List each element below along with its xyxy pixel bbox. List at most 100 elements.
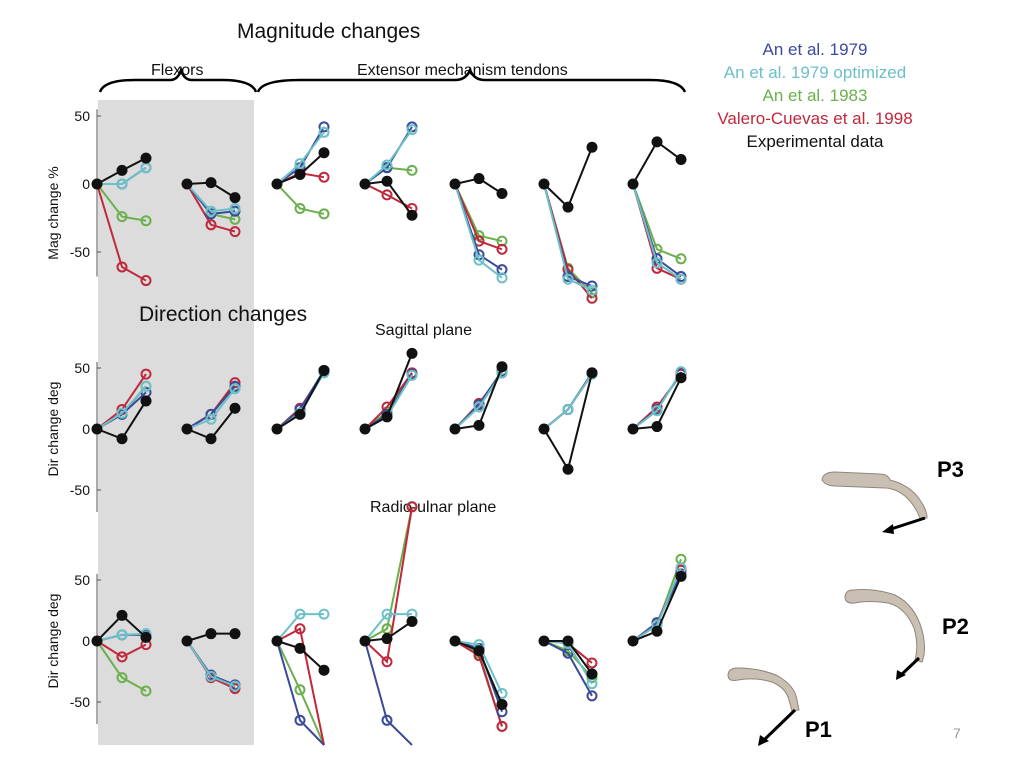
data-point-experimental: [271, 635, 283, 647]
data-point-an1983: [675, 253, 687, 265]
data-point-an1979_opt: [205, 670, 217, 682]
finger-label-p3: P3: [937, 457, 964, 482]
data-point-experimental: [627, 635, 639, 647]
data-point-experimental: [449, 635, 461, 647]
data-point-experimental: [91, 423, 103, 435]
series-line-valero-sagittal: [364, 372, 413, 430]
data-point-experimental: [406, 347, 418, 359]
finger-p3-arrowhead: [882, 524, 894, 534]
data-point-valero: [381, 189, 393, 201]
data-point-valero: [116, 651, 128, 663]
data-point-valero: [140, 275, 152, 287]
data-point-an1979_opt: [318, 126, 330, 138]
series-line-an1979_opt-magnitude: [186, 183, 236, 213]
data-point-an1979: [318, 121, 330, 133]
data-point-valero: [496, 720, 508, 732]
data-point-an1979_opt: [229, 202, 241, 214]
series-line-an1979_opt-sagittal: [96, 385, 147, 430]
data-point-experimental: [496, 698, 508, 710]
data-point-experimental: [381, 633, 393, 645]
y-tick-label-sagittal: 50: [74, 360, 90, 376]
data-point-an1979_opt: [473, 254, 485, 266]
data-point-experimental: [91, 635, 103, 647]
series-line-an1979_opt-radio-ulnar: [276, 613, 324, 642]
data-point-experimental: [586, 668, 598, 680]
legend-entry-valero-cuevas: Valero-Cuevas et al. 1998: [717, 109, 913, 128]
data-point-experimental: [294, 642, 306, 654]
data-point-an1979_opt: [116, 178, 128, 190]
series-line-an1979-radio-ulnar: [276, 640, 325, 746]
data-point-experimental: [359, 635, 371, 647]
data-point-valero: [205, 219, 217, 231]
series-line-an1979_opt-magnitude: [364, 129, 413, 185]
finger-p3-force-arrow: [887, 516, 926, 532]
data-point-an1979_opt: [406, 124, 418, 136]
data-point-experimental: [140, 631, 152, 643]
finger-label-p2: P2: [942, 614, 969, 639]
radio-ulnar-plane-label: Radio-ulnar plane: [370, 499, 497, 516]
data-point-experimental: [181, 178, 193, 190]
data-point-an1979: [381, 714, 393, 726]
data-point-an1983: [116, 211, 128, 223]
data-point-an1983: [406, 164, 418, 176]
data-point-an1979: [586, 690, 598, 702]
direction-changes-title: Direction changes: [139, 303, 308, 326]
data-point-experimental: [406, 615, 418, 627]
y-axis-title-sagittal: Dir change deg: [45, 382, 61, 477]
data-point-an1979_opt: [205, 205, 217, 217]
data-point-experimental: [449, 178, 461, 190]
series-line-an1979_opt-magnitude: [97, 166, 147, 185]
data-point-an1979_opt: [229, 680, 241, 692]
data-point-experimental: [318, 364, 330, 376]
series-line-valero-radio-ulnar: [276, 627, 325, 746]
data-point-an1983: [116, 672, 128, 684]
data-point-experimental: [205, 433, 217, 445]
y-tick-label-magnitude: 0: [82, 176, 90, 192]
data-point-an1979_opt: [473, 401, 485, 413]
series-line-an1983-radio-ulnar: [364, 506, 413, 642]
legend-entry-an1983: An et al. 1983: [762, 86, 868, 105]
data-point-an1979_opt: [651, 257, 663, 269]
sagittal-plane-label: Sagittal plane: [375, 322, 472, 339]
data-point-experimental: [205, 177, 217, 189]
finger-p2-force-arrow: [898, 656, 921, 678]
series-line-an1979_opt-sagittal: [543, 373, 593, 430]
series-line-valero-radio-ulnar: [96, 640, 147, 659]
data-point-experimental: [271, 178, 283, 190]
data-point-experimental: [116, 609, 128, 621]
series-line-valero-magnitude: [96, 183, 147, 282]
data-point-an1983: [294, 684, 306, 696]
y-tick-label-sagittal: -50: [70, 482, 90, 498]
data-point-an1979_opt: [496, 272, 508, 284]
data-point-an1979_opt: [675, 273, 687, 285]
y-tick-label-radio-ulnar: 50: [74, 572, 90, 588]
data-point-experimental: [359, 178, 371, 190]
data-point-an1979_opt: [381, 159, 393, 171]
data-point-valero: [140, 368, 152, 380]
data-point-valero: [406, 501, 418, 513]
flexors-brace: [98, 65, 258, 93]
data-point-valero: [318, 171, 330, 183]
legend: An et al. 1979 An et al. 1979 optimized …: [700, 38, 930, 153]
data-point-an1979_opt: [318, 608, 330, 620]
data-point-experimental: [406, 209, 418, 221]
series-line-an1979_opt-sagittal: [632, 371, 682, 430]
data-point-experimental: [675, 372, 687, 384]
series-line-an1983-magnitude: [96, 183, 147, 222]
data-point-experimental: [381, 411, 393, 423]
finger-label-p1: P1: [805, 717, 832, 742]
data-point-valero: [586, 657, 598, 669]
series-line-an1979_opt-sagittal: [186, 388, 236, 430]
data-point-experimental: [140, 395, 152, 407]
series-line-an1983-radio-ulnar: [276, 640, 325, 746]
series-line-an1979_opt-radio-ulnar: [454, 640, 503, 694]
data-point-experimental: [675, 154, 687, 166]
data-point-experimental: [627, 423, 639, 435]
data-point-valero: [229, 226, 241, 238]
data-point-experimental: [586, 367, 598, 379]
y-tick-label-magnitude: 50: [74, 108, 90, 124]
data-point-experimental: [538, 178, 550, 190]
series-line-an1979_opt-radio-ulnar: [96, 632, 147, 642]
extensor-group-label: Extensor mechanism tendons: [357, 62, 568, 79]
